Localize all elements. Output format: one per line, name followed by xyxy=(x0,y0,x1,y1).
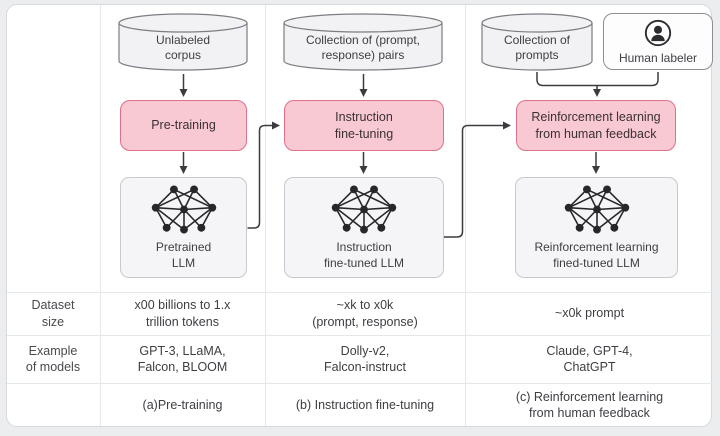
row-label-example-models: Example of models xyxy=(25,343,81,374)
dataset-size-rlhf: ~x0k prompt xyxy=(554,306,625,321)
dataset-size-pretraining: x00 billions to 1.x trillion tokens xyxy=(134,298,231,329)
caption-c: (c) Reinforcement learning from human fe… xyxy=(515,389,664,420)
column-divider xyxy=(100,5,101,426)
row-label-dataset-size: Dataset size xyxy=(31,298,75,329)
model-label: Reinforcement learning fined-tuned LLM xyxy=(534,240,659,270)
model-label: Instruction fine-tuned LLM xyxy=(323,240,405,270)
stage-pretraining: Pre-training xyxy=(120,100,247,151)
model-pretrained-llm: Pretrained LLM xyxy=(120,177,247,278)
example-models-rlhf: Claude, GPT-4, ChatGPT xyxy=(546,343,633,374)
cylinder-shape xyxy=(481,13,593,71)
neural-network-icon xyxy=(563,185,630,235)
datastore-collection-of-prompts: Collection of prompts xyxy=(481,13,593,71)
cylinder-shape xyxy=(118,13,248,71)
person-icon xyxy=(644,19,672,46)
datastore-unlabeled-corpus: Unlabeled corpus xyxy=(118,13,248,71)
row-divider xyxy=(7,383,713,384)
row-divider xyxy=(7,335,713,336)
stage-instruction-finetuning: Instruction fine-tuning xyxy=(284,100,444,151)
human-labeler-label: Human labeler xyxy=(618,50,698,65)
caption-b: (b) Instruction fine-tuning xyxy=(295,397,435,412)
caption-a: (a)Pre-training xyxy=(142,397,223,412)
stage-rlhf: Reinforcement learning from human feedba… xyxy=(516,100,676,151)
example-models-pretraining: GPT-3, LLaMA, Falcon, BLOOM xyxy=(137,343,228,374)
datastore-label: Collection of (prompt, response) pairs xyxy=(305,32,421,62)
human-labeler-box: Human labeler xyxy=(603,13,713,70)
row-divider xyxy=(7,292,713,293)
neural-network-icon xyxy=(331,185,397,235)
neural-network-icon xyxy=(150,185,217,235)
model-instruction-finetuned-llm: Instruction fine-tuned LLM xyxy=(284,177,444,278)
cylinder-shape xyxy=(283,13,443,71)
datastore-prompt-response-pairs: Collection of (prompt, response) pairs xyxy=(283,13,443,71)
model-label: Pretrained LLM xyxy=(155,240,212,270)
datastore-label: Unlabeled corpus xyxy=(155,32,211,62)
example-models-finetuning: Dolly-v2, Falcon-instruct xyxy=(324,343,406,374)
dataset-size-finetuning: ~xk to x0k (prompt, response) xyxy=(312,298,418,329)
model-rlhf-llm: Reinforcement learning fined-tuned LLM xyxy=(515,177,678,278)
datastore-label: Collection of prompts xyxy=(503,32,571,62)
